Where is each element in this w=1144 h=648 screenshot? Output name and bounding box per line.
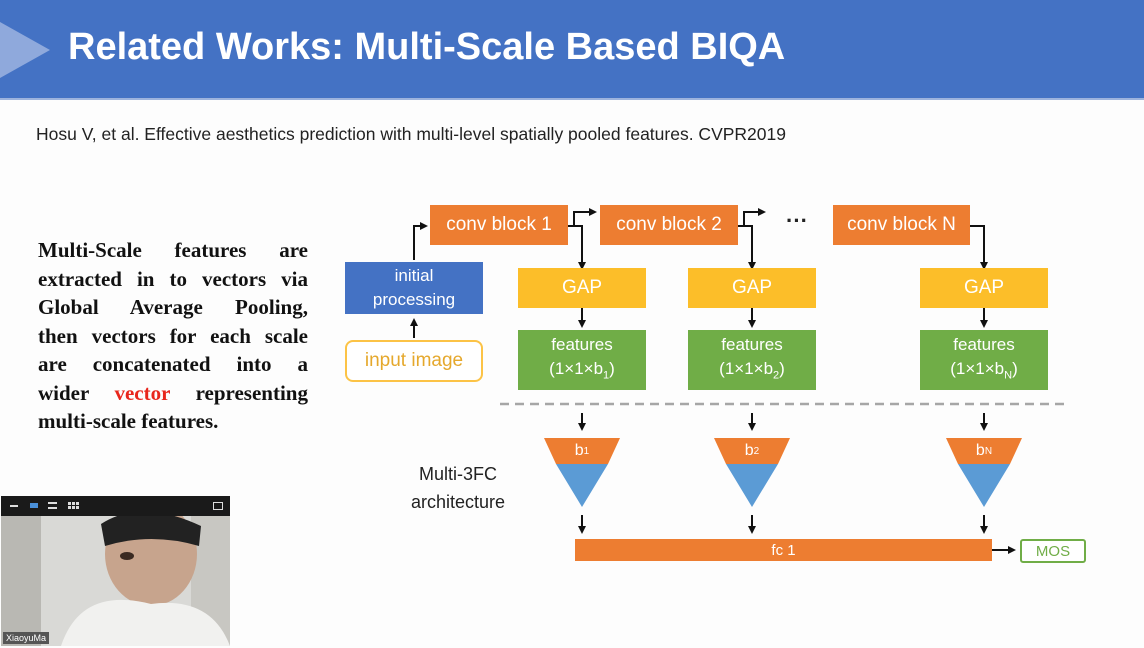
description-line: multi-scale features.	[38, 409, 219, 433]
fc-triangle-N	[946, 438, 1022, 507]
gallery-view-icon[interactable]	[67, 500, 79, 511]
initial-processing-label: initial	[394, 266, 434, 285]
conv-block-1: conv block 1	[430, 205, 568, 245]
strip-view-icon[interactable]	[47, 500, 57, 511]
description-text-fragment: representing	[170, 380, 308, 405]
description-line: are concatenated into a	[38, 352, 308, 376]
title-divider	[0, 98, 1144, 100]
minimize-icon[interactable]	[9, 500, 19, 511]
fc-triangle-2	[714, 438, 790, 507]
connector-conv1-conv2	[568, 211, 588, 227]
arrow-conv1-to-gap1	[568, 225, 586, 270]
conv-block-2: conv block 2	[600, 205, 738, 245]
arrow-processing-to-conv1	[413, 222, 428, 260]
features-box-N: features (1×1×bN)	[920, 330, 1048, 390]
gap-box-N: GAP	[920, 268, 1048, 308]
arrow-conv2-to-next	[738, 208, 766, 227]
video-toolbar	[1, 496, 230, 516]
multi3fc-label: Multi-3FC architecture	[410, 464, 506, 512]
description-line: then vectors for each scale	[38, 323, 308, 348]
initial-processing-box: initial processing	[345, 262, 483, 314]
arrow-conv2-to-gap2	[738, 225, 756, 270]
features-label: features	[721, 334, 783, 354]
features-box-1: features (1×1×b1)	[518, 330, 646, 390]
paper-citation: Hosu V, et al. Effective aesthetics pred…	[36, 124, 786, 144]
participant-name: XiaoyuMa	[3, 632, 50, 644]
slide-title: Related Works: Multi-Scale Based BIQA	[68, 26, 786, 68]
features-label: features	[551, 334, 613, 354]
arrow-convN-to-gapN	[970, 225, 988, 270]
description-text: Multi-Scale features are extracted in to…	[38, 236, 308, 436]
mos-output-box: MOS	[1020, 539, 1086, 563]
description-line: Global Average Pooling,	[38, 295, 308, 319]
features-label: features	[953, 334, 1015, 354]
initial-processing-label: processing	[372, 290, 456, 309]
participant-video: XiaoyuMa	[1, 516, 230, 646]
video-overlay[interactable]: XiaoyuMa	[1, 496, 230, 646]
features-dim: (1×1×b2)	[719, 358, 785, 382]
description-line: wider vector representing	[38, 379, 308, 408]
speaker-view-icon[interactable]	[29, 500, 39, 511]
ellipsis: ···	[786, 208, 808, 233]
features-dim: (1×1×bN)	[950, 358, 1018, 382]
conv-block-N: conv block N	[833, 205, 970, 245]
fc-triangle-1	[544, 438, 620, 507]
fc1-bar: fc 1	[575, 539, 992, 561]
features-box-2: features (1×1×b2)	[688, 330, 816, 390]
title-arrow-shape	[0, 22, 50, 78]
title-bar: Related Works: Multi-Scale Based BIQA	[0, 0, 1144, 98]
description-text-fragment: wider	[38, 380, 115, 405]
popout-icon[interactable]	[212, 500, 224, 511]
participant-silhouette	[1, 516, 230, 646]
gap-box-1: GAP	[518, 268, 646, 308]
input-image-box: input image	[345, 340, 483, 382]
features-dim: (1×1×b1)	[549, 358, 615, 382]
description-line: Multi-Scale features are	[38, 238, 308, 262]
gap-box-2: GAP	[688, 268, 816, 308]
description-line: extracted in to vectors via	[38, 266, 308, 291]
highlighted-word: vector	[114, 380, 171, 405]
